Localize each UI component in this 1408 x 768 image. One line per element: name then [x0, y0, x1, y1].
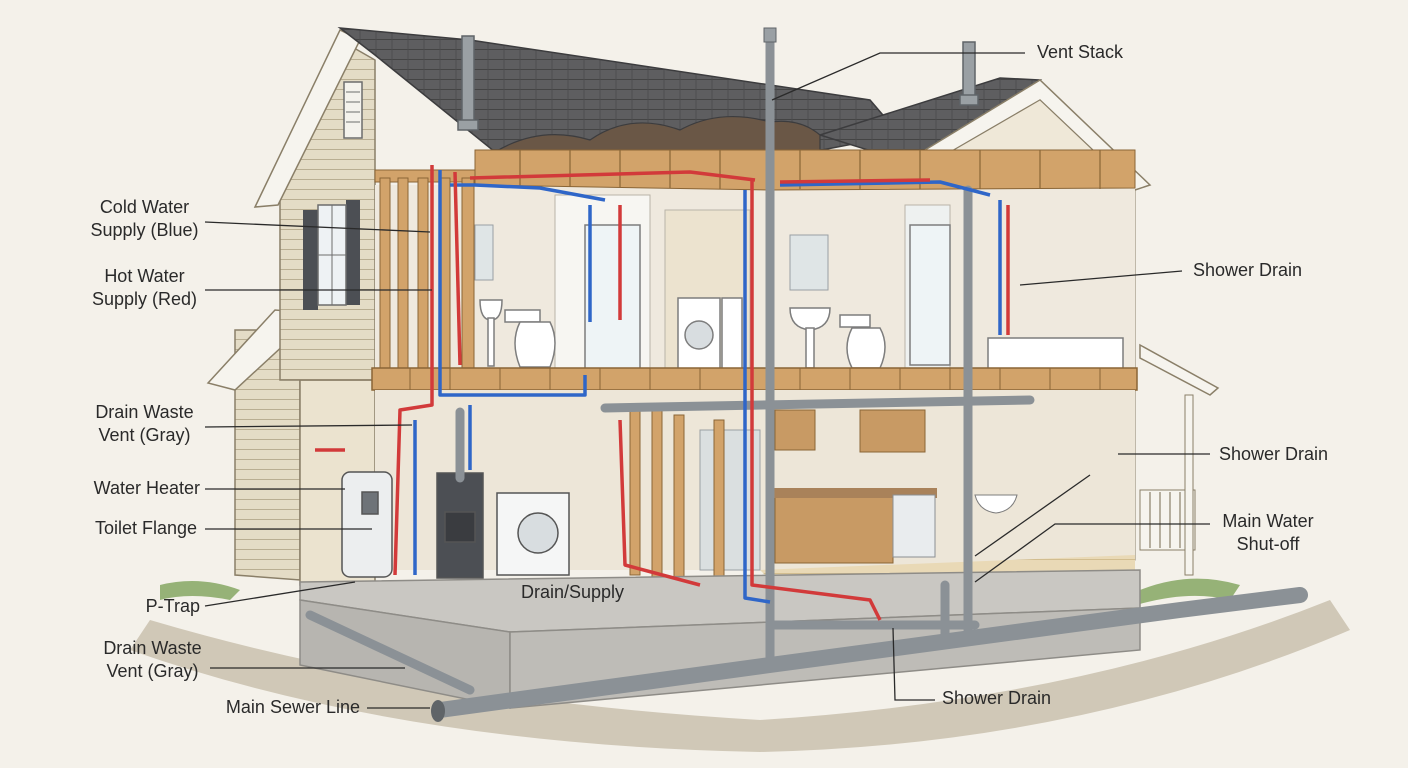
label-drain-waste-vent-lower: Drain Waste Vent (Gray) [90, 637, 215, 683]
label-drain-waste-vent-upper: Drain Waste Vent (Gray) [82, 401, 207, 447]
label-shower-drain-upper: Shower Drain [1193, 260, 1303, 280]
main-sewer-pipe [432, 587, 1308, 718]
vent-stack-cap [763, 27, 777, 43]
sewer-pipe-end [431, 700, 445, 722]
label-cold-water-supply: Cold Water Supply (Blue) [82, 196, 207, 242]
label-vent-stack: Vent Stack [1037, 42, 1124, 62]
label-line: Shut-off [1236, 534, 1300, 554]
hot-water-pipes [315, 165, 1010, 621]
upper-fixtures [479, 224, 1124, 371]
floor-joists [371, 367, 1138, 391]
label-line: Vent (Gray) [98, 425, 191, 445]
label-line: Vent (Gray) [106, 661, 199, 681]
label-line: Drain Waste [95, 402, 194, 422]
leader-lines [204, 52, 1210, 709]
label-line: Supply (Blue) [90, 220, 199, 240]
porch [1139, 343, 1220, 576]
label-shower-drain-middle: Shower Drain [1219, 444, 1329, 464]
label-drain-supply: Drain/Supply [521, 582, 625, 602]
main-house-shell [253, 28, 376, 381]
lower-floor-interior [375, 390, 1135, 590]
roof-vents [457, 35, 979, 131]
label-hot-water-supply: Hot Water Supply (Red) [82, 265, 207, 311]
cold-water-pipes [413, 170, 1002, 604]
label-line: Main Water [1222, 511, 1314, 531]
label-water-heater: Water Heater [93, 478, 200, 498]
label-line: Hot Water [104, 266, 185, 286]
label-p-trap: P-Trap [145, 596, 200, 616]
label-main-water-shutoff: Main Water Shut-off [1212, 510, 1324, 556]
drain-waste-vent-pipes [305, 35, 1035, 695]
label-line: Drain Waste [103, 638, 202, 658]
lower-appliances [341, 471, 570, 579]
label-shower-drain-bottom: Shower Drain [942, 688, 1052, 708]
label-line: Supply (Red) [91, 289, 198, 309]
label-main-sewer-line: Main Sewer Line [225, 697, 360, 717]
label-toilet-flange: Toilet Flange [94, 518, 197, 538]
label-line: Cold Water [99, 197, 190, 217]
